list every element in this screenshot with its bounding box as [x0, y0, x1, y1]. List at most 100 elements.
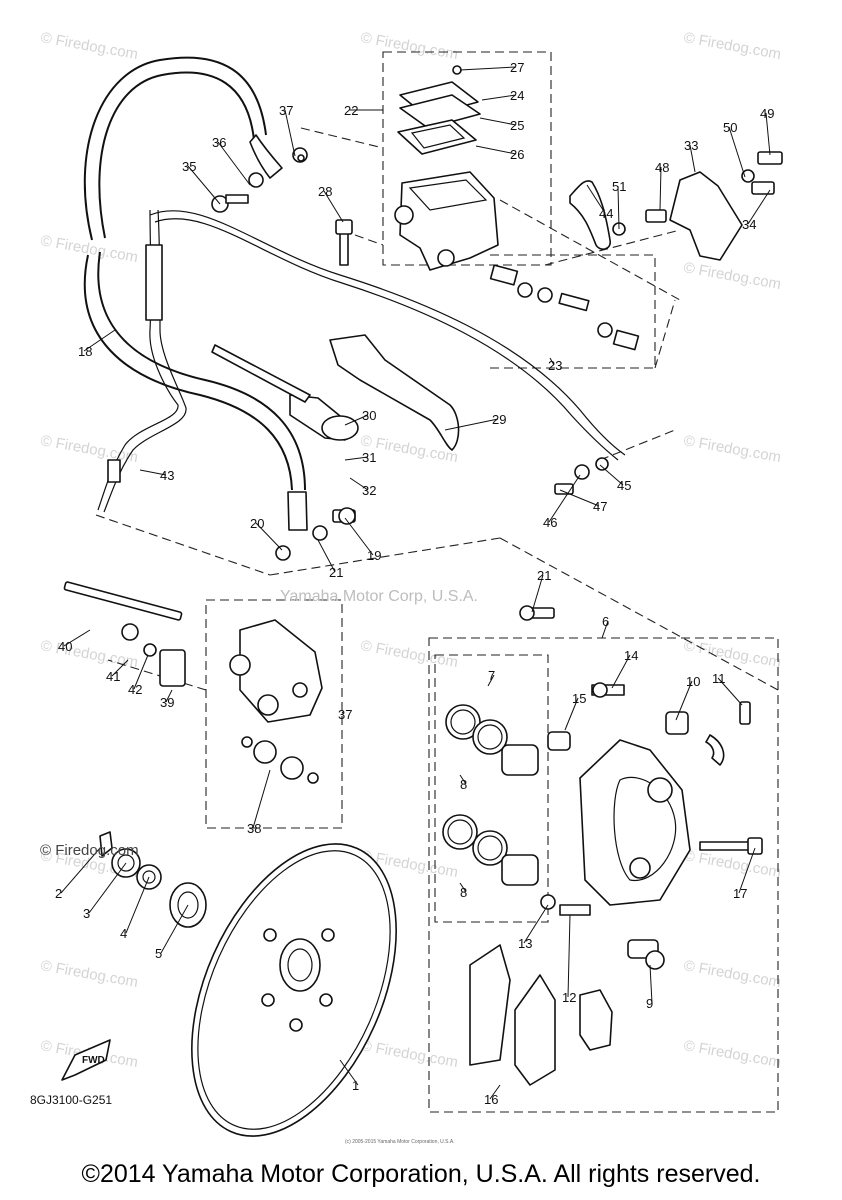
leader-44	[586, 184, 606, 214]
leader-51	[617, 185, 620, 230]
watermark-11: © Firedog.com	[39, 637, 139, 671]
callout-29: 29	[492, 412, 506, 427]
callout-38: 38	[247, 821, 261, 836]
callout-5: 5	[155, 946, 162, 961]
leader-36	[217, 141, 251, 186]
callout-51: 51	[0, 0, 14, 3]
callout-44: 44	[599, 206, 613, 221]
leader-3	[88, 862, 127, 914]
watermark-18: © Firedog.com	[39, 957, 139, 991]
leader-21	[531, 574, 544, 613]
callout-25: 25	[510, 118, 524, 133]
watermark-10: © Firedog.com	[682, 637, 782, 671]
callout-43: 43	[160, 468, 174, 483]
callout-17: 17	[733, 886, 747, 901]
bolts	[211, 147, 783, 970]
box-7-seal-kit	[434, 654, 549, 923]
leader-34	[747, 189, 771, 225]
callout-37: 37	[279, 103, 293, 118]
leader-6	[601, 620, 609, 639]
callout-12: 12	[562, 990, 576, 1005]
watermark-9: © Firedog.com	[359, 637, 459, 671]
leader-21	[317, 539, 336, 573]
corner-watermark: © Firedog.com	[40, 842, 139, 859]
leader-41	[111, 659, 129, 677]
fwd-marker: FWD	[61, 1039, 111, 1081]
callout-49: 49	[760, 106, 774, 121]
callout-42: 42	[128, 682, 142, 697]
callout-27: 27	[510, 60, 524, 75]
watermark-8: © Firedog.com	[682, 432, 782, 466]
watermark-16: © Firedog.com	[359, 1037, 459, 1071]
callout-51: 51	[612, 179, 626, 194]
box-38-bracket	[205, 599, 343, 829]
callout-50: 50	[723, 120, 737, 135]
leader-38	[252, 769, 271, 829]
master-cylinder-parts	[394, 65, 640, 351]
leader-15	[564, 697, 579, 731]
drawing-code: 8GJ3100-G251	[30, 1093, 112, 1107]
leader-20	[255, 522, 283, 551]
callout-22: 22	[344, 103, 358, 118]
callout-2: 2	[55, 886, 62, 901]
box-23-master-cylinder	[382, 51, 552, 266]
callout-1: 1	[352, 1078, 359, 1093]
leader-46	[548, 474, 581, 523]
callout-46: 46	[543, 515, 557, 530]
watermark-6: © Firedog.com	[39, 432, 139, 466]
leader-32	[349, 477, 369, 491]
callout-13: 13	[518, 936, 532, 951]
callout-11: 11	[712, 671, 726, 686]
caliper-6	[442, 704, 725, 906]
callout-16: 16	[484, 1092, 498, 1107]
callout-3: 3	[83, 906, 90, 921]
fine-print: (c) 2005-2015 Yamaha Motor Corporation, …	[345, 1139, 455, 1145]
leader-30	[344, 414, 369, 426]
leader-11	[717, 677, 743, 706]
leader-40	[63, 629, 91, 647]
callout-23: 23	[548, 358, 562, 373]
leader-49	[765, 112, 771, 156]
group-boxes	[95, 51, 779, 1113]
leader-2	[60, 847, 101, 894]
callout-8: 8	[460, 885, 467, 900]
callout-36: 36	[212, 135, 226, 150]
leader-19	[344, 517, 374, 556]
callout-9: 9	[646, 996, 653, 1011]
watermark-4: © Firedog.com	[39, 232, 139, 266]
leader-48	[659, 166, 662, 211]
callout-21: 21	[329, 565, 343, 580]
leader-25	[479, 117, 517, 126]
watermark-17: © Firedog.com	[682, 1037, 782, 1071]
leader-16	[489, 1084, 501, 1100]
brake-hose-19	[83, 56, 308, 531]
callout-39: 39	[160, 695, 174, 710]
leader-47	[559, 489, 600, 507]
callout-19: 19	[367, 548, 381, 563]
leader-45	[599, 464, 624, 486]
callout-26: 26	[510, 147, 524, 162]
leader-7	[487, 674, 495, 687]
leader-50	[728, 126, 746, 178]
callout-33: 33	[684, 138, 698, 153]
callout-37: 37	[338, 707, 352, 722]
callout-41: 41	[106, 669, 120, 684]
leader-17	[738, 847, 756, 894]
callout-4: 4	[120, 926, 127, 941]
leader-9	[649, 964, 653, 1004]
leader-18	[83, 329, 116, 352]
leader-42	[133, 654, 149, 690]
callout-18: 18	[78, 344, 92, 359]
brake-pipe-44	[97, 209, 187, 513]
leader-37	[284, 109, 296, 157]
bracket-38	[63, 581, 323, 784]
leader-10	[675, 680, 693, 721]
callout-8: 8	[460, 777, 467, 792]
center-watermark: Yamaha Motor Corp, U.S.A.	[280, 588, 478, 605]
leader-27	[459, 66, 517, 71]
callout-10: 10	[686, 674, 700, 689]
leader-24	[481, 94, 517, 101]
callout-30: 30	[362, 408, 376, 423]
leader-29	[444, 418, 499, 431]
